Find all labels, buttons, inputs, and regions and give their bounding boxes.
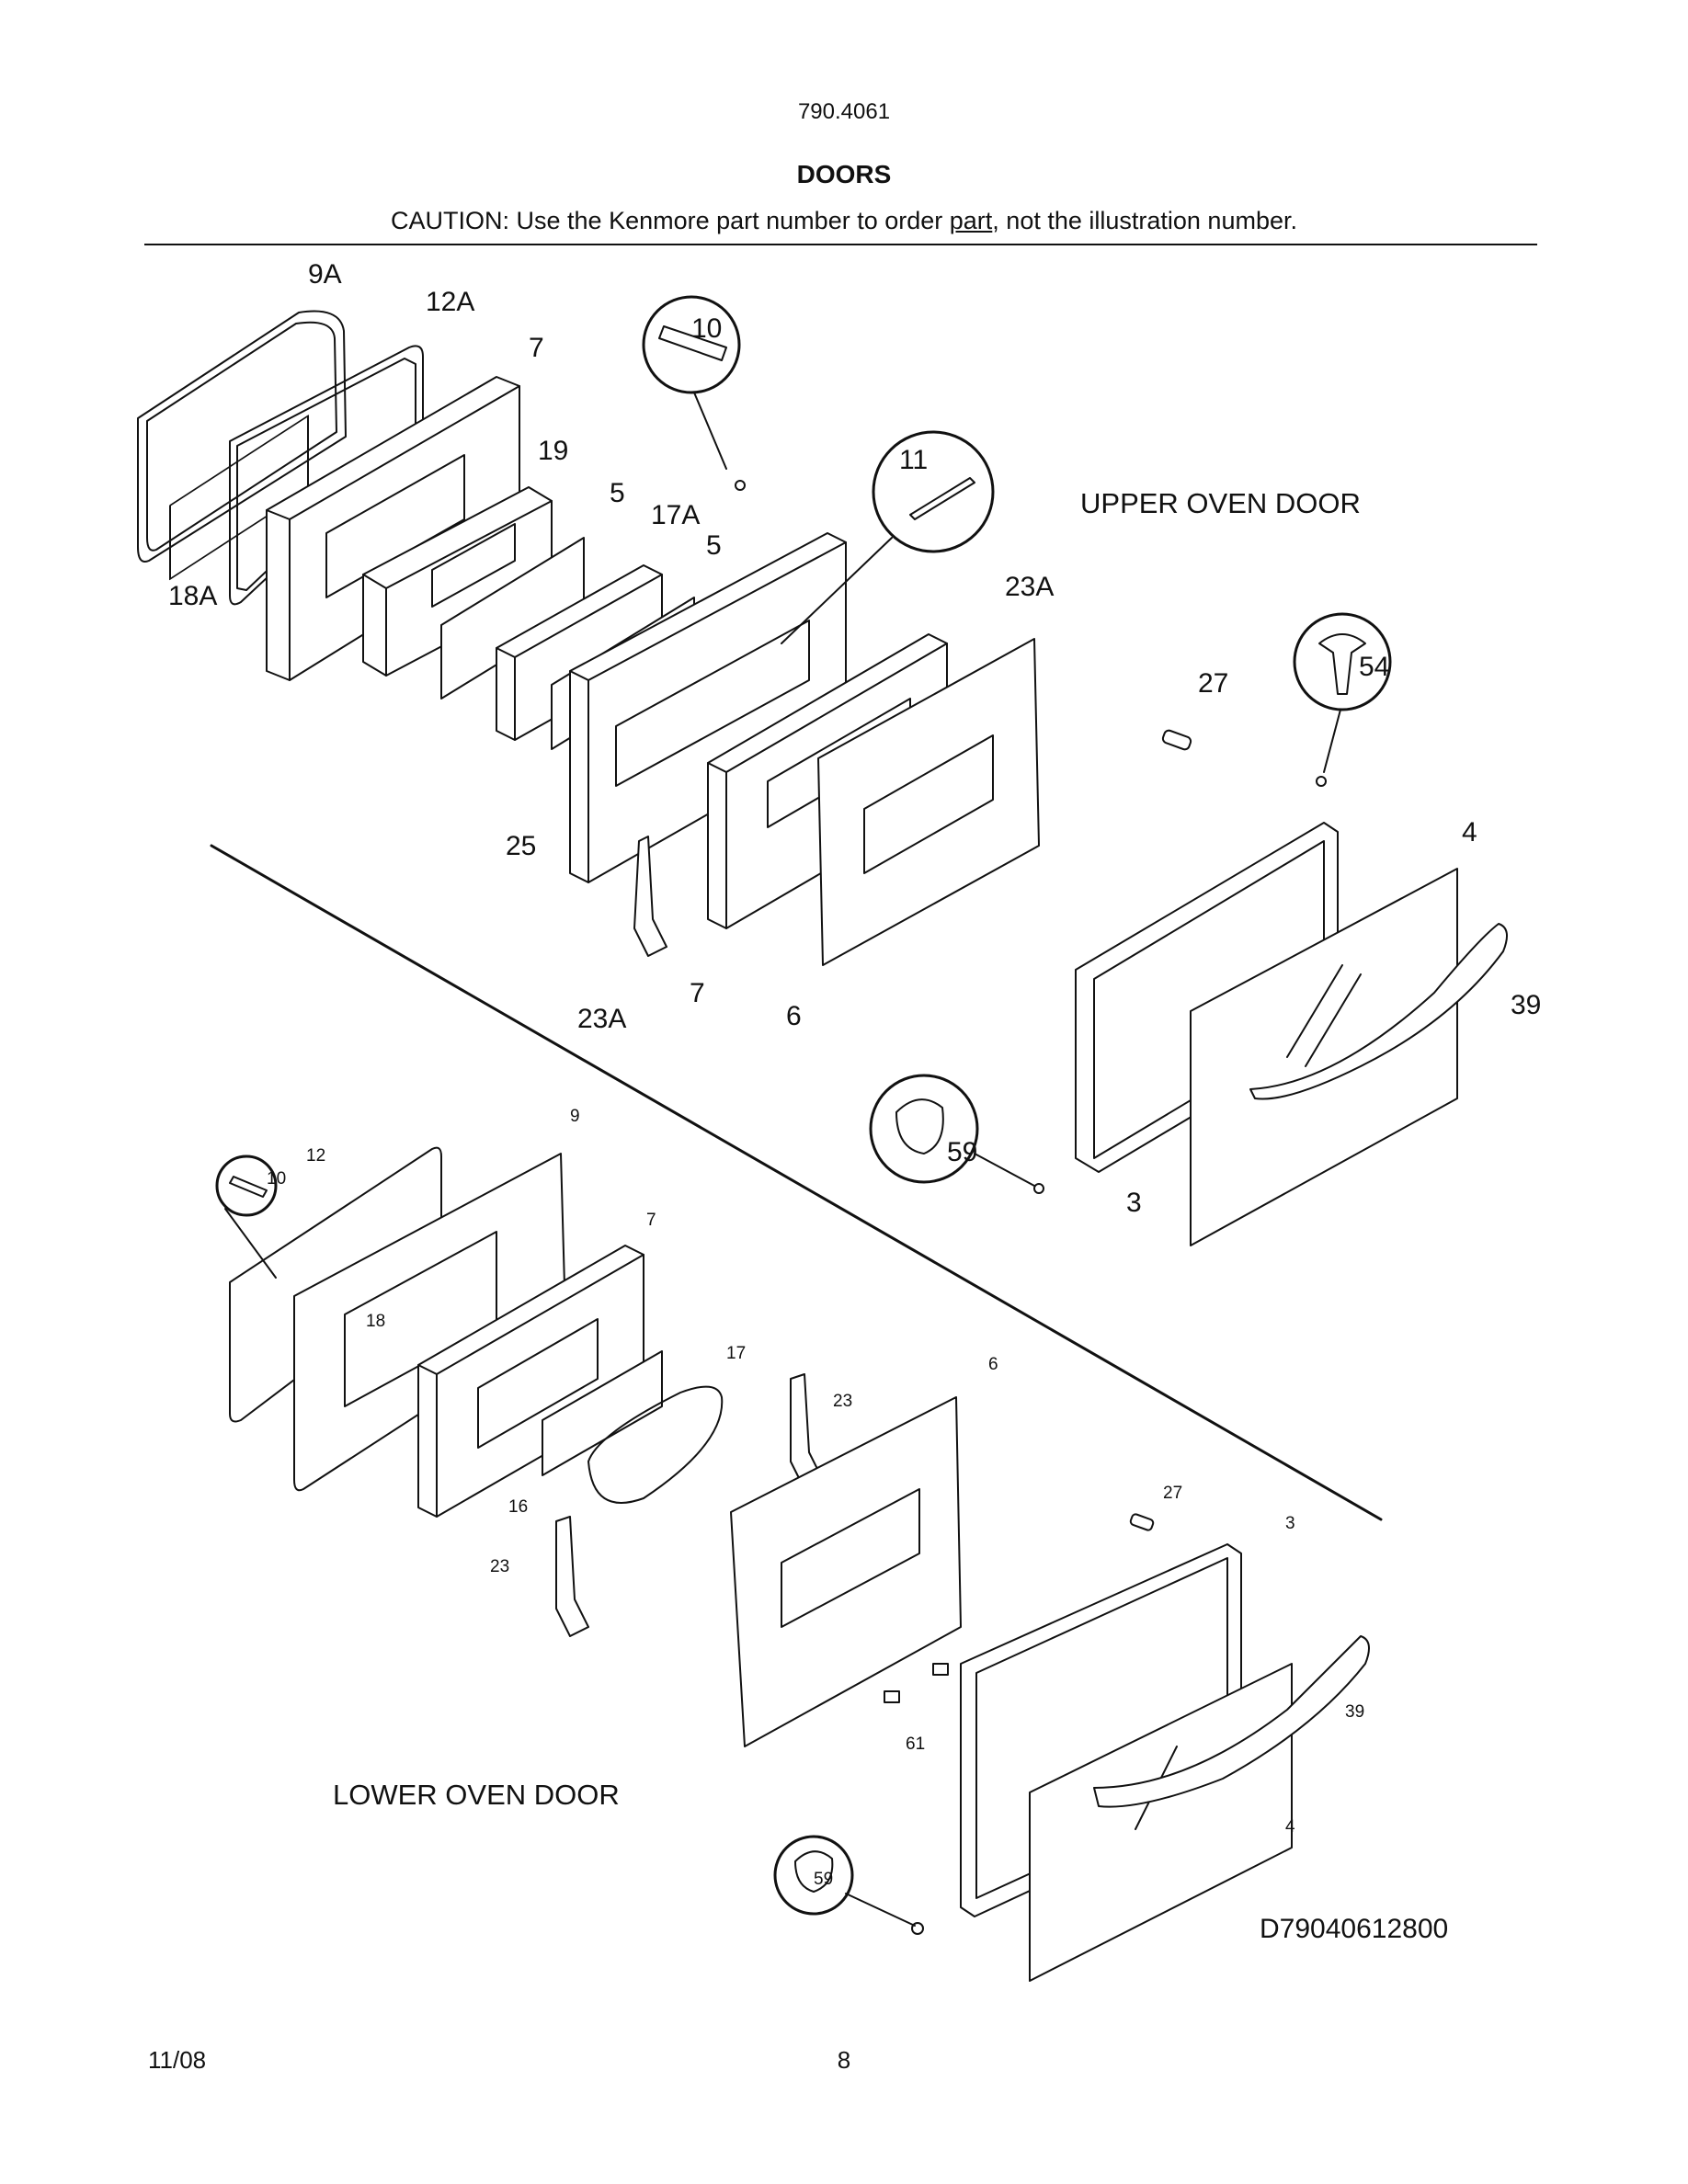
callout-bracket-11 [781, 430, 995, 644]
label-7b: 7 [690, 978, 705, 1008]
footer-date: 11/08 [148, 2046, 207, 2074]
label-23A-top: 23A [1005, 572, 1054, 602]
part-bracket-61a [884, 1690, 900, 1703]
callout-screw-10-lower [215, 1155, 278, 1279]
label-27: 27 [1198, 668, 1228, 699]
label-19: 19 [538, 436, 568, 466]
label-7: 7 [646, 1211, 656, 1230]
label-12A: 12A [426, 287, 474, 317]
label-12: 12 [306, 1146, 325, 1166]
label-17A: 17A [651, 500, 700, 530]
label-10: 10 [267, 1169, 286, 1189]
label-10: 10 [691, 313, 722, 344]
label-61: 61 [906, 1735, 925, 1754]
callout-screw-54 [1293, 612, 1392, 787]
label-17: 17 [726, 1344, 746, 1363]
label-3: 3 [1285, 1514, 1295, 1533]
label-23A-bottom: 23A [577, 1004, 626, 1034]
label-9: 9 [570, 1107, 580, 1126]
page-number: 8 [837, 2046, 851, 2074]
model-number: 790.4061 [797, 99, 891, 124]
part-bumper-lower [1129, 1513, 1155, 1531]
label-18: 18 [366, 1312, 385, 1331]
section-label-lower: LOWER OVEN DOOR [333, 1779, 620, 1811]
label-6: 6 [786, 1001, 802, 1031]
section-label-upper: UPPER OVEN DOOR [1080, 487, 1361, 519]
label-4: 4 [1462, 817, 1477, 847]
label-7a: 7 [529, 333, 544, 363]
upper-callout-labels: 9A 12A 7 19 5 17A 5 18A 10 11 23A 27 54 … [168, 259, 1541, 1218]
label-23-bottom: 23 [490, 1557, 509, 1576]
label-6: 6 [988, 1355, 998, 1374]
part-bumper-upper [1161, 729, 1192, 751]
part-door-panel-lower [730, 1396, 962, 1747]
part-window-glass-lower [542, 1350, 663, 1476]
label-5b: 5 [706, 530, 722, 561]
diagram-id: D79040612800 [1260, 1914, 1448, 1944]
label-16: 16 [508, 1497, 528, 1517]
label-27: 27 [1163, 1484, 1182, 1503]
caution-text-end: , not the illustration number. [992, 207, 1297, 234]
label-59: 59 [947, 1137, 977, 1167]
part-handle-upper [1249, 923, 1508, 1100]
page-title: DOORS [796, 160, 892, 188]
part-handle-lower [1093, 1635, 1370, 1808]
label-39: 39 [1345, 1702, 1364, 1722]
part-outer-glass-upper [1190, 868, 1458, 1246]
lower-callout-labels: 9 12 10 7 18 17 16 23 23 6 27 3 39 61 4 … [267, 1107, 1364, 1889]
label-18A: 18A [168, 581, 217, 611]
part-window-gasket-lower [587, 1385, 724, 1504]
part-hinge-upper-left [633, 836, 667, 957]
label-9A: 9A [308, 259, 342, 290]
caution-note: CAUTION: Use the Kenmore part number to … [0, 207, 1688, 235]
label-59: 59 [814, 1870, 833, 1889]
caution-underlined-word: part [949, 207, 993, 234]
section-divider-line [210, 844, 1383, 1521]
label-25: 25 [506, 831, 536, 861]
callout-plug-59-upper [869, 1074, 1044, 1194]
header-rule [144, 244, 1537, 245]
label-3: 3 [1126, 1188, 1142, 1218]
label-4: 4 [1285, 1817, 1295, 1837]
part-bracket-61b [932, 1663, 949, 1676]
callout-screw-10-upper [642, 295, 746, 491]
label-54: 54 [1359, 652, 1389, 682]
part-door-panel-upper [817, 638, 1040, 966]
part-window-pack [496, 564, 663, 741]
label-5a: 5 [610, 478, 625, 508]
callout-plug-59-lower [773, 1835, 924, 1935]
label-39: 39 [1511, 990, 1541, 1020]
label-23-top: 23 [833, 1392, 852, 1411]
label-11: 11 [899, 445, 928, 475]
caution-text: CAUTION: Use the Kenmore part number to … [391, 207, 950, 234]
part-hinge-lower-left [555, 1516, 589, 1637]
part-inner-door-liner-upper [137, 310, 347, 581]
